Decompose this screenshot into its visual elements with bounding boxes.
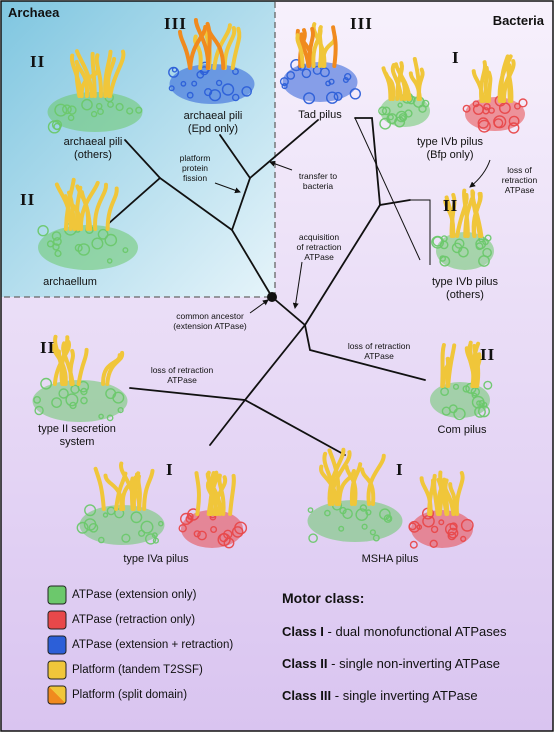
class-numeral-com: II <box>480 345 496 364</box>
structure-iva-ext <box>76 461 165 545</box>
legend-swatch-4 <box>47 685 67 705</box>
branch-msha <box>244 399 346 456</box>
label-ivb-bfp: type IVb pilus(Bfp only) <box>416 136 484 161</box>
structure-msha-ext <box>307 447 403 544</box>
structure-archaeal-epd <box>168 18 255 104</box>
legend-swatches <box>47 585 67 705</box>
label-com: Com pilus <box>437 424 487 436</box>
legend-swatch-3 <box>47 660 67 680</box>
arrow-loss-ivb <box>469 159 491 188</box>
branch-archaeal-others <box>124 139 161 179</box>
class-numeral-epd: III <box>164 14 187 33</box>
structure-bfp-ret <box>462 54 528 134</box>
class-numeral-tad: III <box>350 14 373 33</box>
legend-label-0: ATPase (extension only) <box>72 589 197 601</box>
structure-iva-ret <box>178 470 248 549</box>
branch-archaellum <box>107 176 273 298</box>
motor-class-2: Class II - single non-inverting ATPase <box>282 656 500 671</box>
legend-swatch-1 <box>47 610 67 630</box>
legend-label-2: ATPase (extension + retraction) <box>72 639 234 651</box>
pilus-structures <box>32 18 528 549</box>
structure-archaellum <box>37 177 138 270</box>
branch-tad <box>249 119 319 179</box>
class-numeral-archaellum: II <box>20 190 36 209</box>
legend-label-4: Platform (split domain) <box>72 689 188 701</box>
structure-msha-ret <box>408 470 474 549</box>
arrow-acquisition <box>292 261 303 309</box>
branch-com <box>304 324 426 381</box>
structure-archaeal-others <box>47 49 143 134</box>
annotation-common-ancestor: common ancestor(extension ATPase) <box>173 311 247 331</box>
label-iva: type IVa pilus <box>123 553 189 565</box>
label-msha: MSHA pilus <box>361 553 419 565</box>
archaea-title: Archaea <box>8 5 60 20</box>
ivb-bracket-2 <box>410 199 431 265</box>
phylogenetic-tree <box>107 117 426 456</box>
motor-class-1: Class I - dual monofunctional ATPases <box>282 624 507 639</box>
legend-swatch-2 <box>47 635 67 655</box>
class-numeral-bfp: I <box>452 48 460 67</box>
ivb-bracket <box>354 117 421 261</box>
structure-t2ss <box>32 334 128 422</box>
class-numeral-t2ss: II <box>40 338 56 357</box>
structure-tad <box>279 22 361 105</box>
common-ancestor-node <box>267 292 277 302</box>
motor-class-title: Motor class: <box>282 590 365 606</box>
class-numeral-archaeal-others: II <box>30 52 46 71</box>
legend-label-3: Platform (tandem T2SSF) <box>72 664 203 676</box>
legend-swatch-0 <box>47 585 67 605</box>
class-numeral-ivb-others: II <box>443 196 459 215</box>
arrow-fission <box>214 182 241 194</box>
label-ivb-others: type IVb pilus(others) <box>431 276 499 301</box>
label-archaellum: archaellum <box>43 276 97 288</box>
label-archaeal-epd: archaeal pili(Epd only) <box>183 110 243 135</box>
branch-bfp <box>354 117 381 206</box>
structure-com <box>430 340 493 421</box>
legend-label-1: ATPase (retraction only) <box>72 614 196 626</box>
label-tad: Tad pilus <box>298 109 342 121</box>
class-numeral-msha: I <box>396 460 404 479</box>
bacteria-title: Bacteria <box>492 13 544 28</box>
class-numeral-iva: I <box>166 460 174 479</box>
arrow-ancestor <box>249 299 269 314</box>
label-archaeal-others: archaeal pili(others) <box>63 136 123 161</box>
structure-bfp-ext <box>378 57 430 130</box>
arrow-transfer <box>269 160 293 171</box>
motor-class-3: Class III - single inverting ATPase <box>282 688 478 703</box>
structure-ivb-others <box>431 188 494 270</box>
branch-ivb <box>271 199 411 327</box>
branch-iva <box>209 399 246 446</box>
